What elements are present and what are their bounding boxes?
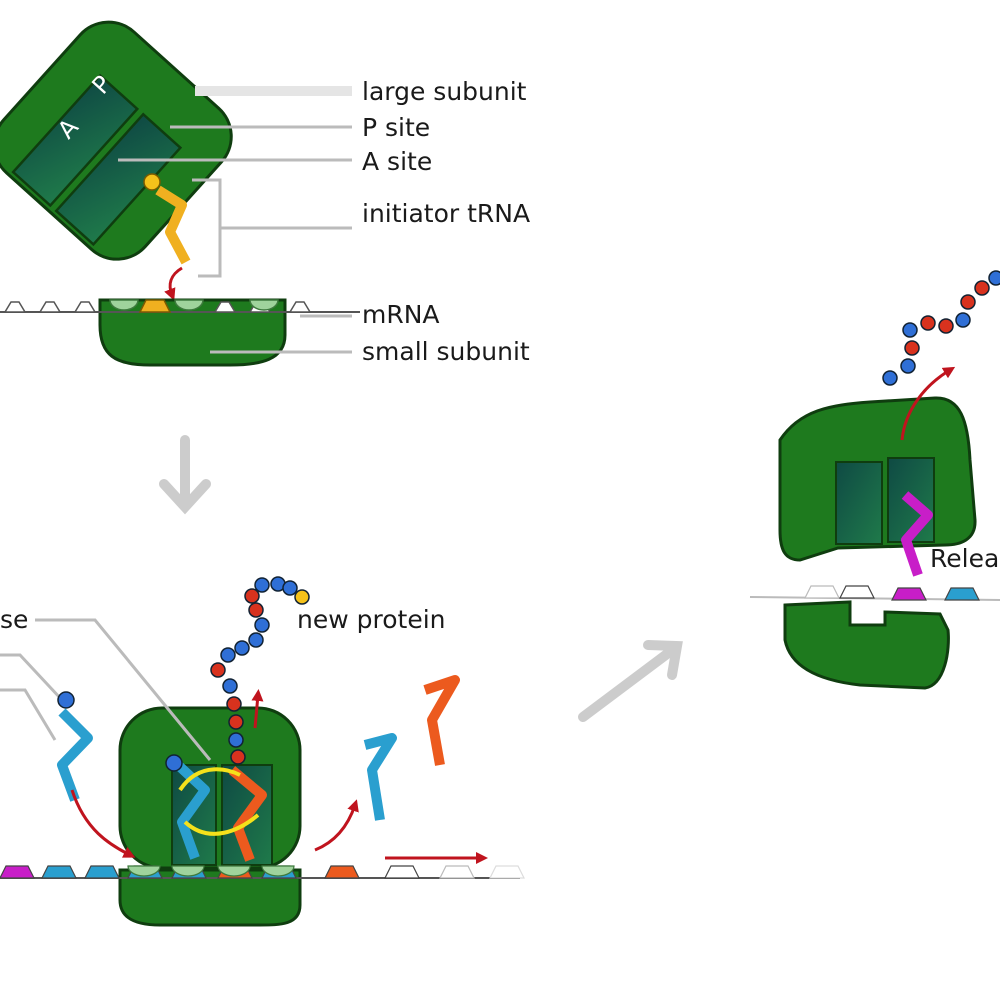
termination-panel: Relea — [749, 270, 1000, 690]
p-site — [54, 112, 183, 247]
codon-bumps-elong — [127, 865, 295, 877]
peptidyl-transfer-arrow — [178, 767, 241, 792]
grey-arrow-diagonal — [578, 640, 683, 722]
incoming-amino-acid — [57, 691, 75, 709]
trna-orange-a — [228, 766, 267, 862]
translocation-arrow — [183, 813, 260, 836]
red-arrow-exit — [314, 799, 359, 852]
small-subunit-label: small subunit — [362, 337, 530, 366]
large-subunit-label: large subunit — [362, 77, 527, 106]
release-factor-label: Relea — [930, 544, 999, 573]
exiting-trna-blue — [363, 733, 397, 821]
incoming-trna — [57, 708, 93, 802]
initiator-amino-acid — [143, 173, 161, 191]
red-arrow-release — [900, 366, 956, 441]
release-factor — [901, 491, 933, 577]
ribosome-small-term — [783, 600, 950, 690]
mrna-label: mRNA — [362, 300, 440, 329]
new-protein-chain — [210, 576, 310, 765]
leader-lines-elongation — [0, 618, 212, 761]
p-site-label: P site — [362, 113, 430, 142]
small-subunit — [98, 298, 287, 367]
grey-arrow-down — [159, 435, 211, 515]
mrna-codons-term — [804, 585, 980, 601]
a-site-label: A site — [362, 147, 432, 176]
trna-amino-acid — [165, 754, 183, 772]
initiator-trna-label: initiator tRNA — [362, 199, 530, 228]
start-codon — [138, 299, 172, 313]
initiation-panel: A P large subuni — [0, 20, 530, 367]
released-protein-chain — [882, 270, 1000, 386]
leader-lines-initiation — [118, 86, 352, 354]
p-site-term — [835, 461, 883, 545]
red-arrow-protein — [251, 689, 264, 729]
partial-left-label: se — [0, 605, 28, 634]
new-protein-label: new protein — [297, 605, 446, 634]
p-site-codons — [109, 299, 279, 311]
red-arrow-down — [164, 266, 183, 301]
large-subunit-tilted — [0, 20, 233, 261]
initiator-trna — [155, 185, 191, 265]
red-arrow-incoming — [70, 789, 136, 858]
elongation-panel: new protein se — [0, 576, 525, 927]
exiting-trna-orange — [423, 675, 460, 766]
a-site — [11, 73, 140, 208]
ribosome-small — [118, 868, 302, 927]
